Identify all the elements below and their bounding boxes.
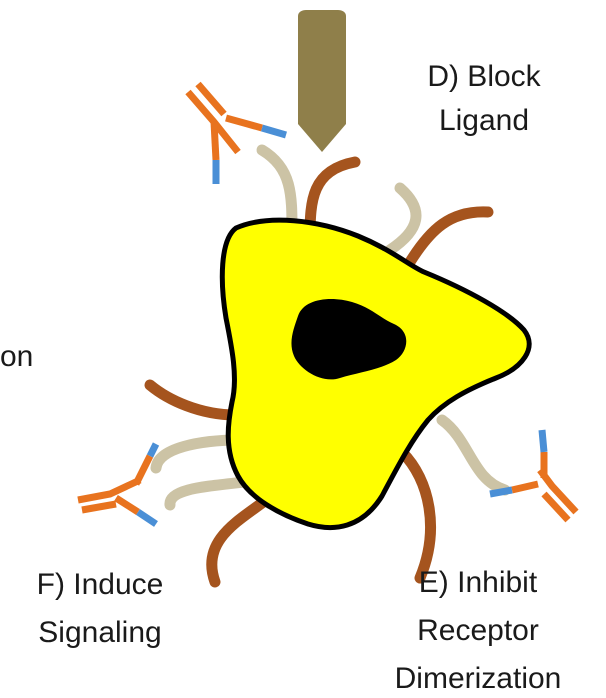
antibody-y-icon [490, 430, 576, 520]
receptor-hook-icon [212, 500, 266, 582]
receptor-hook-icon [150, 385, 236, 415]
antibody-y-icon [188, 84, 286, 184]
label-block-ligand: D) Block Ligand [427, 60, 541, 137]
label-line: Ligand [439, 104, 529, 137]
label-line: F) Induce [37, 568, 164, 601]
ligand-bullet-icon [298, 10, 346, 152]
label-line: Receptor [417, 614, 539, 647]
receptor-hook-icon [402, 452, 430, 578]
label-cropped-left: on [0, 340, 33, 373]
label-line: Dimerization [395, 662, 562, 695]
label-line: D) Block [427, 60, 541, 93]
label-inhibit-dimerization: E) Inhibit Receptor Dimerization [395, 566, 562, 695]
label-line: Signaling [38, 616, 161, 649]
label-line: E) Inhibit [419, 566, 538, 599]
label-induce-signaling: F) Induce Signaling [37, 568, 164, 649]
receptor-hook-icon [442, 420, 505, 490]
antibody-y-icon [78, 444, 156, 524]
receptor-hook-icon [390, 188, 416, 250]
receptor-hook-icon [410, 212, 488, 262]
